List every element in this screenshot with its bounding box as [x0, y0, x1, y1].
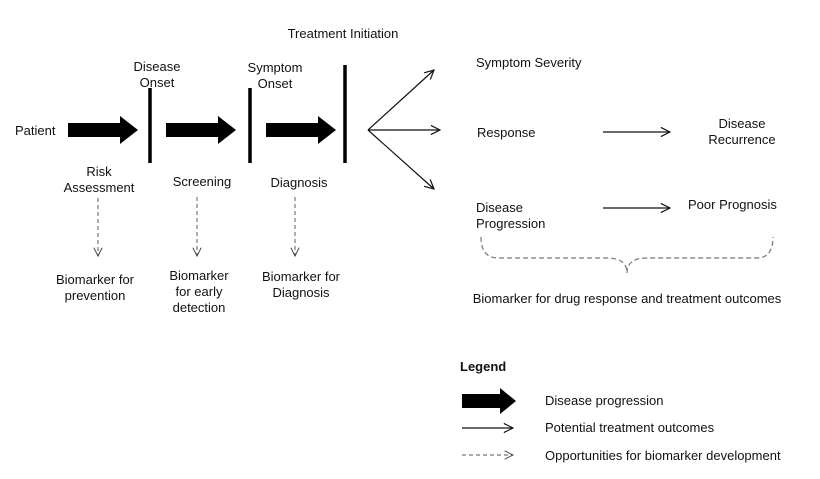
legend: Legend Disease progression Potential tre… [460, 359, 781, 463]
biomarker-early-detection-label: Biomarker [169, 268, 229, 283]
risk-assessment-label: Risk [86, 164, 112, 179]
progression-arrow-icon [166, 116, 236, 144]
progression-arrow-icon [266, 116, 336, 144]
biomarker-early-detection-label: detection [173, 300, 226, 315]
treatment-initiation-label: Treatment Initiation [288, 26, 399, 41]
biomarker-prevention-label: prevention [65, 288, 126, 303]
symptom-onset-label: Onset [258, 76, 293, 91]
progression-arrow-icon [68, 116, 138, 144]
patient-label: Patient [15, 123, 56, 138]
biomarker-prevention-label: Biomarker for [56, 272, 135, 287]
risk-assessment-label: Assessment [64, 180, 135, 195]
legend-progression-arrow-icon [462, 388, 516, 414]
poor-prognosis-label: Poor Prognosis [688, 197, 777, 212]
biomarker-diagnosis-label: Diagnosis [272, 285, 330, 300]
legend-item-label: Disease progression [545, 393, 664, 408]
diagnosis-label: Diagnosis [270, 175, 328, 190]
symptom-severity-label: Symptom Severity [476, 55, 582, 70]
outcome-arrow [367, 70, 434, 131]
symptom-onset-label: Symptom [248, 60, 303, 75]
legend-item-label: Opportunities for biomarker development [545, 448, 781, 463]
disease-progression-label: Disease [476, 200, 523, 215]
disease-recurrence-label: Disease [719, 116, 766, 131]
biomarker-early-detection-label: for early [176, 284, 223, 299]
disease-progression-label: Progression [476, 216, 545, 231]
biomarker-diagnosis-label: Biomarker for [262, 269, 341, 284]
disease-onset-label: Onset [140, 75, 175, 90]
legend-title: Legend [460, 359, 506, 374]
disease-recurrence-label: Recurrence [708, 132, 775, 147]
dashed-brace [480, 236, 774, 274]
screening-label: Screening [173, 174, 232, 189]
response-label: Response [477, 125, 536, 140]
biomarker-drug-response-label: Biomarker for drug response and treatmen… [473, 291, 782, 306]
disease-onset-label: Disease [134, 59, 181, 74]
outcome-arrow [367, 129, 434, 189]
legend-item-label: Potential treatment outcomes [545, 420, 715, 435]
